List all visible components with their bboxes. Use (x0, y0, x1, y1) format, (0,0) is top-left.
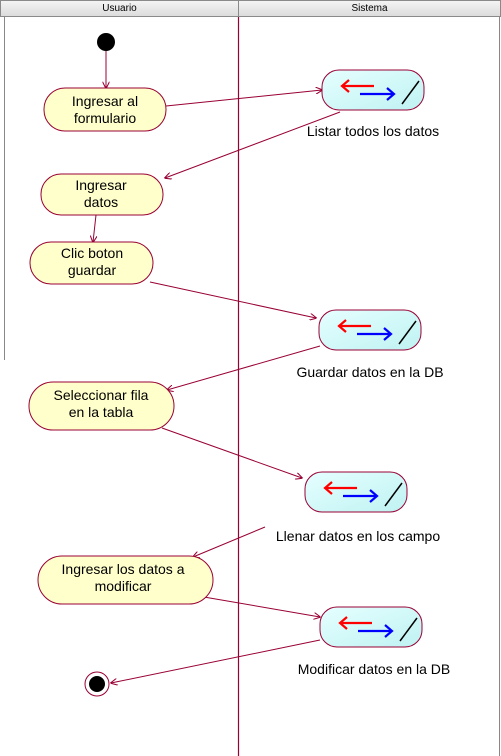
activity-label: Ingresar los datos a (62, 561, 185, 577)
activity-ingresar-datos: Ingresar datos (40, 173, 164, 216)
final-node (84, 671, 110, 697)
send-receive-arrows-icon (340, 79, 420, 105)
activity-label: en la tabla (69, 404, 134, 420)
activity-ingresar-formulario: Ingresar al formulario (43, 87, 167, 132)
system-activity-label: Llenar datos en los campo (276, 528, 440, 544)
flow-seleccionar-to-llenar (161, 427, 302, 478)
flow-guardar-to-seleccionar (167, 345, 321, 390)
send-receive-arrows-icon (337, 319, 417, 345)
activity-label: Ingresar al (72, 93, 138, 109)
activity-label: Clic boton (61, 245, 123, 261)
system-activity-label: Modificar datos en la DB (298, 661, 451, 677)
activity-label: modificar (95, 578, 152, 594)
system-activity-label: Listar todos los datos (307, 123, 439, 139)
activity-ingresar-modificar: Ingresar los datos a modificar (37, 555, 214, 605)
activity-label: datos (84, 194, 118, 210)
flow-formulario-to-listar (165, 90, 322, 107)
flow-modificar-to-end (111, 639, 321, 683)
flow-listar-to-ingresar-datos (165, 111, 341, 178)
send-receive-arrows-icon (323, 481, 403, 507)
flow-ingresar-datos-to-clic (93, 214, 96, 242)
system-activity-listar: Listar todos los datos (307, 69, 439, 139)
activity-label: guardar (68, 262, 117, 278)
flow-clic-to-guardar (149, 281, 316, 318)
flow-llenar-to-ingresar-modificar (193, 526, 266, 557)
system-activity-label: Guardar datos en la DB (296, 364, 443, 380)
activity-label: formulario (74, 110, 136, 126)
activity-seleccionar-fila: Seleccionar fila en la tabla (28, 381, 175, 431)
flow-ingresar-modificar-to-modificar (203, 596, 320, 617)
activity-label: Seleccionar fila (54, 387, 149, 403)
system-activity-modificar: Modificar datos en la DB (298, 606, 451, 677)
send-receive-arrows-icon (338, 616, 418, 642)
system-activity-llenar: Llenar datos en los campo (276, 471, 440, 544)
activity-label: Ingresar (75, 177, 127, 193)
system-activity-guardar: Guardar datos en la DB (296, 309, 444, 380)
initial-node (97, 33, 115, 51)
activity-clic-boton-guardar: Clic boton guardar (29, 241, 154, 285)
